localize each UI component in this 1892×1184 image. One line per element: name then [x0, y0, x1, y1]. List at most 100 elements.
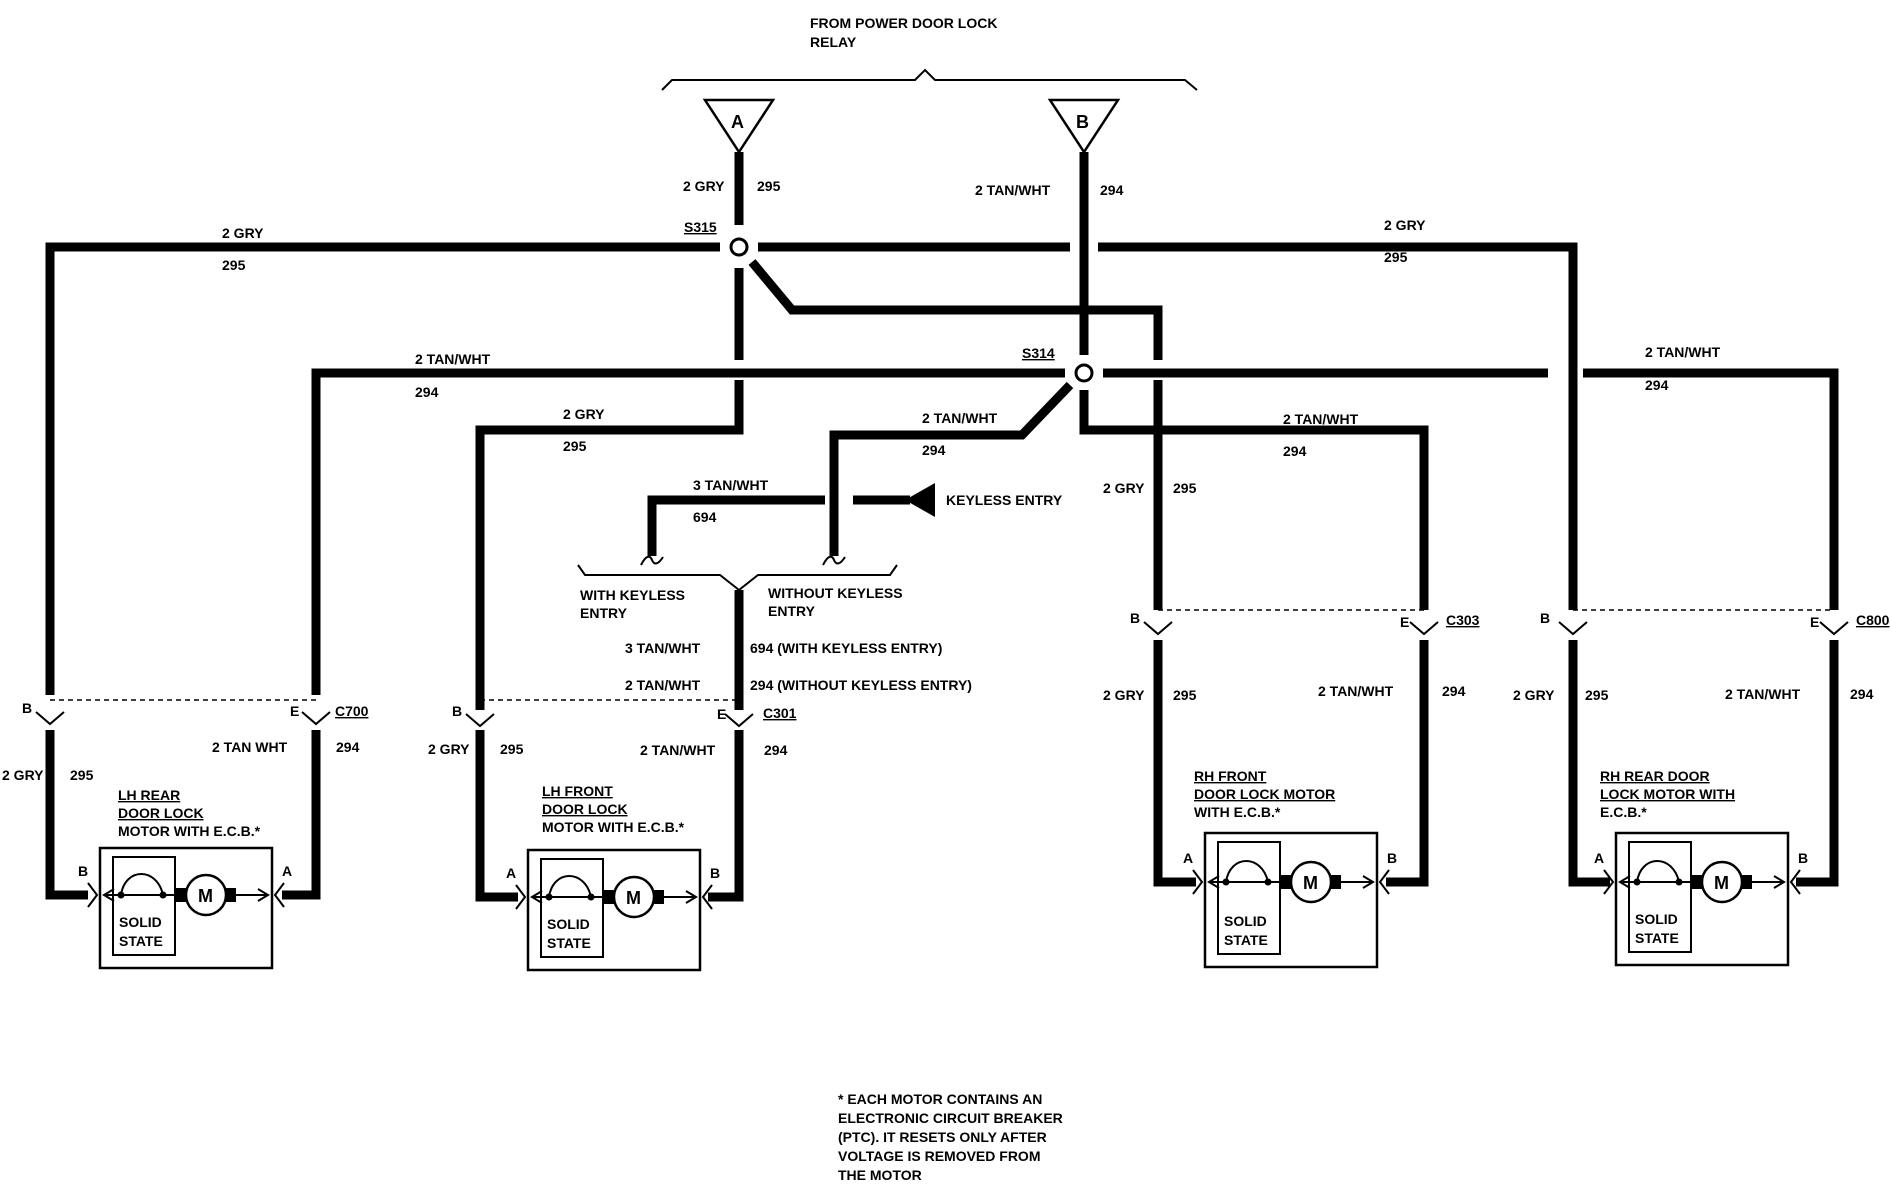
pin-chevron-icon: [515, 884, 527, 910]
motor-rh-front-label: RH FRONT: [1194, 768, 1267, 784]
motor-icon: [1700, 860, 1744, 904]
motor-icon: [184, 873, 228, 917]
motor-lh-rear-label: LH REAR: [118, 787, 180, 803]
wire-label: 294: [336, 739, 360, 755]
motor-pin-label: A: [1183, 850, 1193, 866]
wire-label: 2 TAN/WHT: [1318, 683, 1394, 699]
wire-label: 295: [1173, 480, 1197, 496]
motor-pin-label: A: [282, 863, 292, 879]
motor-lh-rear-label: MOTOR WITH E.C.B.*: [118, 823, 261, 839]
wire-label: 294: [764, 742, 788, 758]
solid-state-label: STATE: [1224, 932, 1268, 948]
wire-label: 294: [415, 384, 439, 400]
solid-state-label: SOLID: [1224, 913, 1267, 929]
arrow-right-icon: [1362, 875, 1375, 889]
without-keyless-label-2: ENTRY: [768, 603, 816, 619]
terminal-a: A: [702, 98, 776, 155]
wire-label: 2 TAN/WHT: [1283, 411, 1359, 427]
note-without-keyless: 294 (WITHOUT KEYLESS ENTRY): [750, 677, 972, 693]
arrow-right-icon: [1773, 875, 1786, 889]
wire-label: 295: [1585, 687, 1609, 703]
wire-label: 2 TAN/WHT: [415, 351, 491, 367]
motor-icon: [1289, 860, 1333, 904]
wire-rh-front-a: [1153, 640, 1196, 887]
wires: [45, 152, 1839, 902]
wire-keyless-694: [647, 495, 825, 556]
solid-state-label: SOLID: [547, 916, 590, 932]
wire-rh-rear-b: [1796, 640, 1839, 887]
connector-pin-label: B: [1130, 610, 1140, 626]
wire-label: 2 GRY: [222, 225, 264, 241]
header-title-line1: FROM POWER DOOR LOCK: [810, 15, 997, 31]
wire-lh-rear-b: [45, 730, 88, 900]
wire-gry-left: [45, 242, 720, 695]
motor-pin-label: B: [1798, 850, 1808, 866]
motor-brush-icon: [1742, 875, 1752, 889]
motor-m-label: M: [1714, 873, 1729, 893]
keyless-entry-label: KEYLESS ENTRY: [946, 492, 1063, 508]
wire-label: 2 GRY: [683, 178, 725, 194]
splice-s314-label: S314: [1022, 345, 1055, 361]
connector-pin-label: E: [1810, 614, 1819, 630]
wire-label: 294: [1100, 182, 1124, 198]
wire-label: 2 GRY: [1384, 217, 1426, 233]
note-with-keyless: 694 (WITH KEYLESS ENTRY): [750, 640, 942, 656]
wire-tan-keyless-branch: [829, 381, 1074, 556]
motor-rh-front-label: DOOR LOCK MOTOR: [1194, 786, 1335, 802]
wire-rh-front-b: [1386, 640, 1429, 887]
connector-c800-label: C800: [1856, 612, 1890, 628]
header-title-line2: RELAY: [810, 34, 857, 50]
wire-label: 2 GRY: [428, 741, 470, 757]
lower-wire-labels: 2 TAN WHT 294 2 GRY 295 2 GRY 295 2 TAN/…: [2, 683, 1874, 783]
motor-rh-front-label: WITH E.C.B.*: [1194, 804, 1281, 820]
footnote-line: VOLTAGE IS REMOVED FROM: [838, 1148, 1041, 1164]
splice-s315-dot: [729, 237, 749, 257]
motor-lh-front-label: DOOR LOCK: [542, 801, 628, 817]
wire-lh-front-a: [475, 730, 518, 902]
pin-chevron-icon: [701, 884, 713, 910]
motor-brush-icon: [1692, 875, 1702, 889]
breaker-arc-icon: [1636, 860, 1680, 883]
arrow-right-icon: [685, 890, 698, 904]
wire-label: 2 GRY: [1513, 687, 1555, 703]
motor-brush-icon: [226, 888, 236, 902]
wire-label: 295: [563, 438, 587, 454]
wire-label: 2 GRY: [1103, 687, 1145, 703]
wire-label: 295: [757, 178, 781, 194]
keyless-entry-arrow-icon: [905, 483, 935, 517]
solid-state-label: STATE: [547, 935, 591, 951]
connector-pin-label: B: [452, 703, 462, 719]
motor-rh-rear-label: LOCK MOTOR WITH: [1600, 786, 1735, 802]
wire-label: 295: [70, 767, 94, 783]
keyless-option-brace: [577, 555, 898, 592]
wire-label: 2 GRY: [1103, 480, 1145, 496]
motor-labels: LH REAR DOOR LOCK MOTOR WITH E.C.B.* LH …: [118, 768, 1735, 839]
motor-brush-icon: [1281, 875, 1291, 889]
solid-state-label: SOLID: [1635, 911, 1678, 927]
connector-c700-label: C700: [335, 703, 369, 719]
splice-s315-label: S315: [684, 219, 717, 235]
wire-label: 2 TAN/WHT: [922, 410, 998, 426]
wire-tan-rh-front: [1079, 390, 1429, 610]
wire-label: 3 TAN/WHT: [693, 477, 769, 493]
breaker-arc-icon: [1225, 860, 1269, 883]
footnote-line: (PTC). IT RESETS ONLY AFTER: [838, 1129, 1047, 1145]
wire-label: 2 TAN/WHT: [975, 182, 1051, 198]
wire-gry-lh-front: [475, 380, 744, 710]
connectors: B E C700 B E C301 B E C303 B E C800: [22, 609, 1890, 728]
wire-label: 295: [222, 257, 246, 273]
motor-icon: [612, 875, 656, 919]
wire-label: 694: [693, 509, 717, 525]
connector-pin-label: B: [1540, 610, 1550, 626]
motor-m-label: M: [1303, 873, 1318, 893]
connector-pin-label: E: [290, 703, 299, 719]
motor-rh-rear-label: RH REAR DOOR: [1600, 768, 1710, 784]
wire-label: 295: [1384, 249, 1408, 265]
motor-pin-label: A: [1594, 850, 1604, 866]
terminal-b: B: [1047, 98, 1121, 155]
motor-brush-icon: [604, 890, 614, 904]
connector-c303-label: C303: [1446, 612, 1480, 628]
motor-lh-rear-label: DOOR LOCK: [118, 805, 204, 821]
